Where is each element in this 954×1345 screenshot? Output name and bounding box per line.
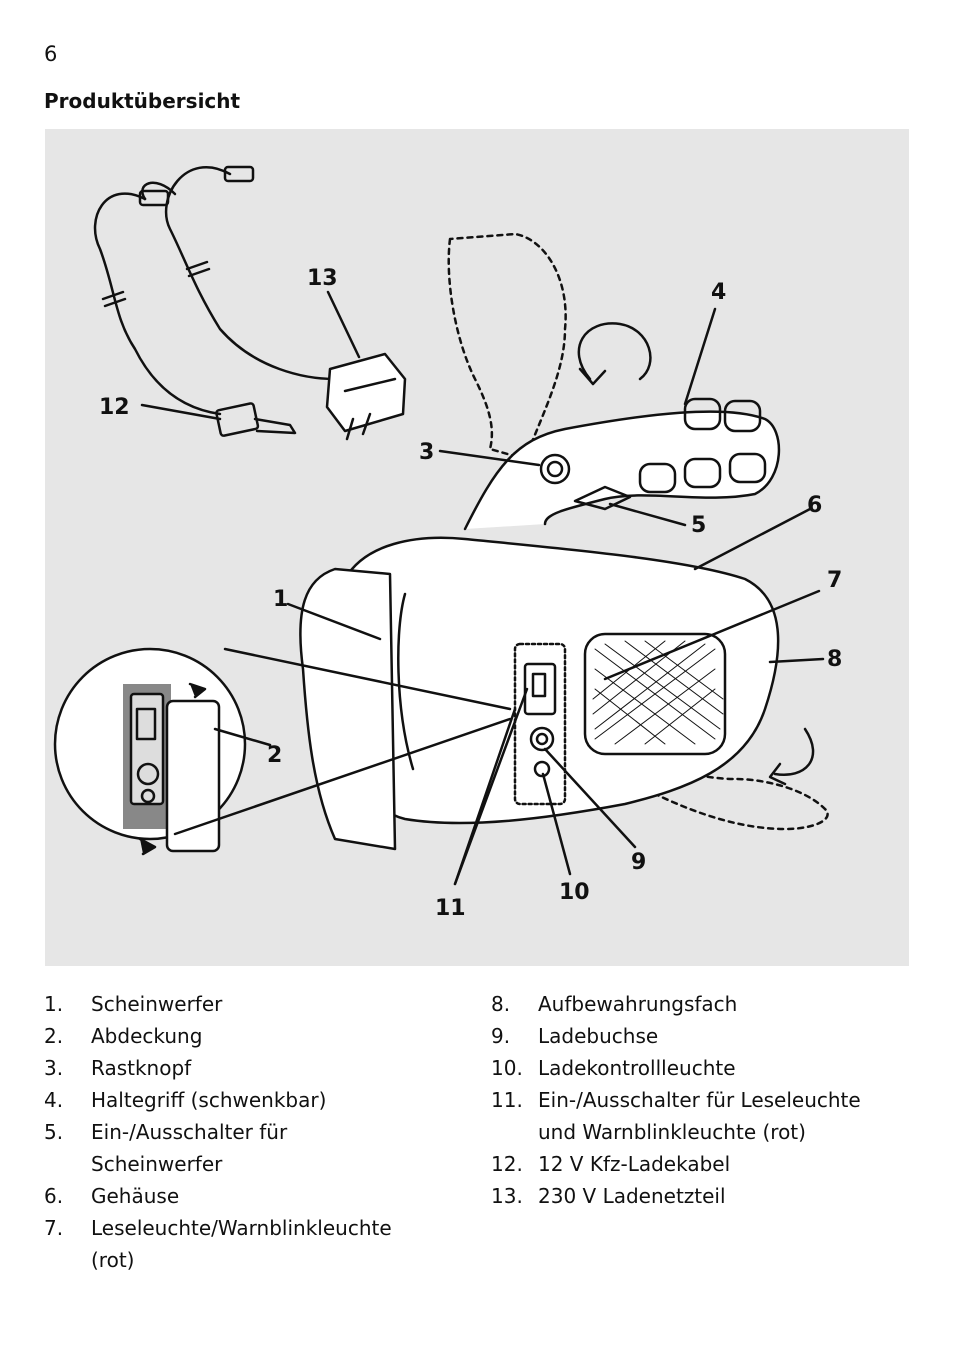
legend-text: Ein-/Ausschalter für Leseleuchte und War… (538, 1088, 861, 1144)
legend-item: 6. Gehäuse (44, 1180, 421, 1212)
legend-text: Abdeckung (91, 1024, 203, 1048)
legend-item: 1. Scheinwerfer (44, 988, 421, 1020)
legend-item: 9. Ladebuchse (491, 1020, 868, 1052)
callout-8: 8 (827, 647, 842, 672)
legend-text: Ladekontrollleuchte (538, 1056, 736, 1080)
legend-num: 9. (491, 1024, 511, 1048)
legend-num: 1. (44, 992, 64, 1016)
legend-num: 5. (44, 1120, 64, 1144)
callout-3: 3 (419, 440, 434, 465)
callout-11: 11 (435, 896, 466, 921)
legend-text: Rastknopf (91, 1056, 192, 1080)
legend-item: 11. Ein-/Ausschalter für Leseleuchte und … (491, 1084, 868, 1148)
legend-num: 7. (44, 1216, 64, 1240)
legend-num: 2. (44, 1024, 64, 1048)
legend-num: 4. (44, 1088, 64, 1112)
callout-4: 4 (711, 280, 726, 305)
page-number: 6 (44, 42, 58, 66)
legend-item: 10. Ladekontrollleuchte (491, 1052, 868, 1084)
legend-text: Haltegriff (schwenkbar) (91, 1088, 327, 1112)
callout-10: 10 (559, 880, 590, 905)
legend-num: 12. (491, 1152, 523, 1176)
legend-item: 13. 230 V Ladenetzteil (491, 1180, 868, 1212)
legend-num: 13. (491, 1184, 523, 1208)
callout-7: 7 (827, 568, 842, 593)
callout-5: 5 (691, 513, 706, 538)
callout-9: 9 (631, 850, 646, 875)
callout-6: 6 (807, 493, 822, 518)
legend-text: Ein-/Ausschalter für Scheinwerfer (91, 1120, 288, 1176)
callout-12: 12 (99, 395, 130, 420)
legend-item: 8. Aufbewahrungsfach (491, 988, 868, 1020)
legend-text: Scheinwerfer (91, 992, 223, 1016)
callout-13: 13 (307, 266, 338, 291)
legend-item: 5. Ein-/Ausschalter für Scheinwerfer (44, 1116, 421, 1180)
legend-text: Gehäuse (91, 1184, 180, 1208)
legend-left: 1. Scheinwerfer 2. Abdeckung 3. Rastknopf 4… (44, 988, 421, 1276)
callout-1: 1 (273, 587, 288, 612)
callout-2: 2 (267, 743, 282, 768)
legend-item: 2. Abdeckung (44, 1020, 421, 1052)
section-title: Produktübersicht (44, 89, 241, 113)
legend-num: 6. (44, 1184, 64, 1208)
legend-num: 3. (44, 1056, 64, 1080)
legend-text: Aufbewahrungsfach (538, 992, 738, 1016)
legend-text: Leseleuchte/Warnblinkleuchte (rot) (91, 1216, 392, 1272)
legend-right: 8. Aufbewahrungsfach 9. Ladebuchse 10. Lade… (491, 988, 868, 1212)
legend-num: 10. (491, 1056, 523, 1080)
legend-item: 4. Haltegriff (schwenkbar) (44, 1084, 421, 1116)
legend-num: 11. (491, 1088, 523, 1112)
product-drawing: 1 2 3 4 5 6 7 8 9 10 11 12 13 (53, 165, 842, 921)
legend-item: 3. Rastknopf (44, 1052, 421, 1084)
product-illustration: 1 2 3 4 5 6 7 8 9 10 11 12 13 (45, 129, 909, 966)
legend-text: 12 V Kfz-Ladekabel (538, 1152, 731, 1176)
legend-text: 230 V Ladenetzteil (538, 1184, 726, 1208)
legend-text: Ladebuchse (538, 1024, 659, 1048)
legend-num: 8. (491, 992, 511, 1016)
legend-item: 7. Leseleuchte/Warnblinkleuchte (rot) (44, 1212, 421, 1276)
legend-item: 12. 12 V Kfz-Ladekabel (491, 1148, 868, 1180)
